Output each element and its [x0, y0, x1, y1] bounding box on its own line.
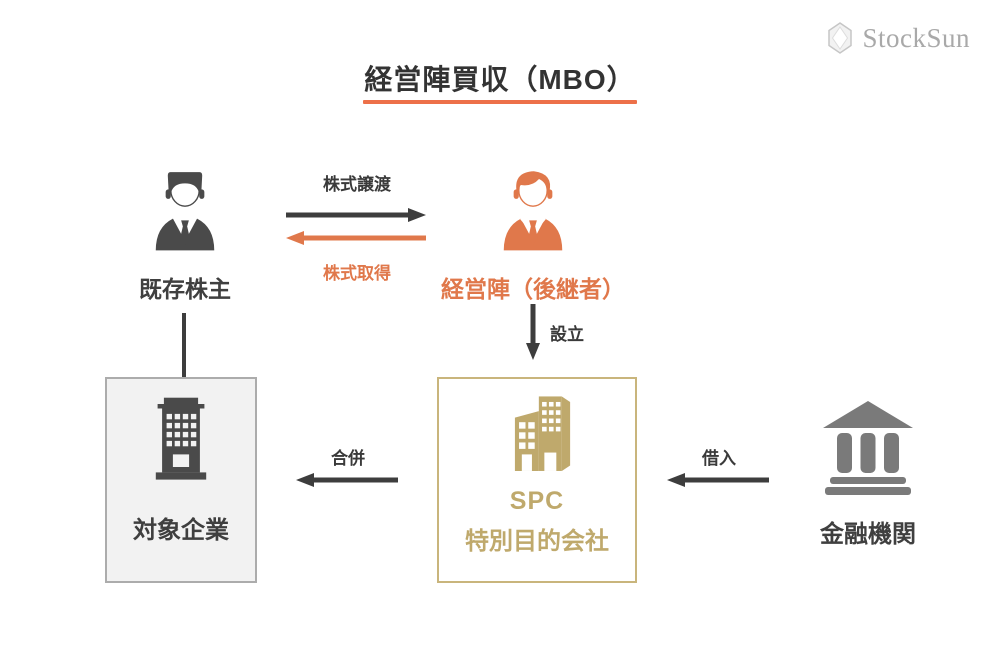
gem-icon [828, 22, 853, 54]
management-label: 経営陣（後継者） [441, 276, 625, 302]
existing-shareholder-label: 既存株主 [139, 276, 231, 302]
establishment-label: 設立 [550, 325, 584, 344]
share-transfer-arrow [286, 208, 426, 222]
page-title: 経営陣買収（MBO） [364, 64, 636, 95]
bank-icon [823, 401, 913, 495]
borrowing-label: 借入 [702, 449, 736, 468]
merger-arrow [296, 473, 398, 487]
bank-label: 金融機関 [820, 521, 916, 548]
share-acquisition-arrow [286, 231, 426, 245]
node-target-company: 対象企業 [105, 377, 257, 583]
node-spc: SPC 特別目的会社 [437, 377, 637, 583]
node-management: 経営陣（後継者） [418, 163, 648, 304]
title-underline [363, 100, 637, 104]
businessman-icon [155, 172, 215, 251]
office-building-icon [155, 397, 207, 480]
node-existing-shareholder: 既存株主 [115, 163, 255, 304]
node-bank: 金融機関 [798, 398, 938, 549]
share-acquisition-label: 株式取得 [323, 264, 391, 283]
target-company-label: 対象企業 [133, 517, 229, 544]
spc-name: SPC [509, 487, 565, 515]
spc-subname: 特別目的会社 [465, 528, 609, 555]
businessman-icon [503, 171, 563, 251]
ownership-connector-line [182, 313, 186, 377]
twin-buildings-icon [514, 396, 571, 471]
brand-logo: StockSun [827, 22, 970, 54]
merger-label: 合併 [331, 449, 365, 468]
share-transfer-label: 株式譲渡 [323, 175, 391, 194]
brand-name: StockSun [862, 22, 970, 53]
establishment-arrow [526, 304, 540, 360]
borrowing-arrow [667, 473, 769, 487]
